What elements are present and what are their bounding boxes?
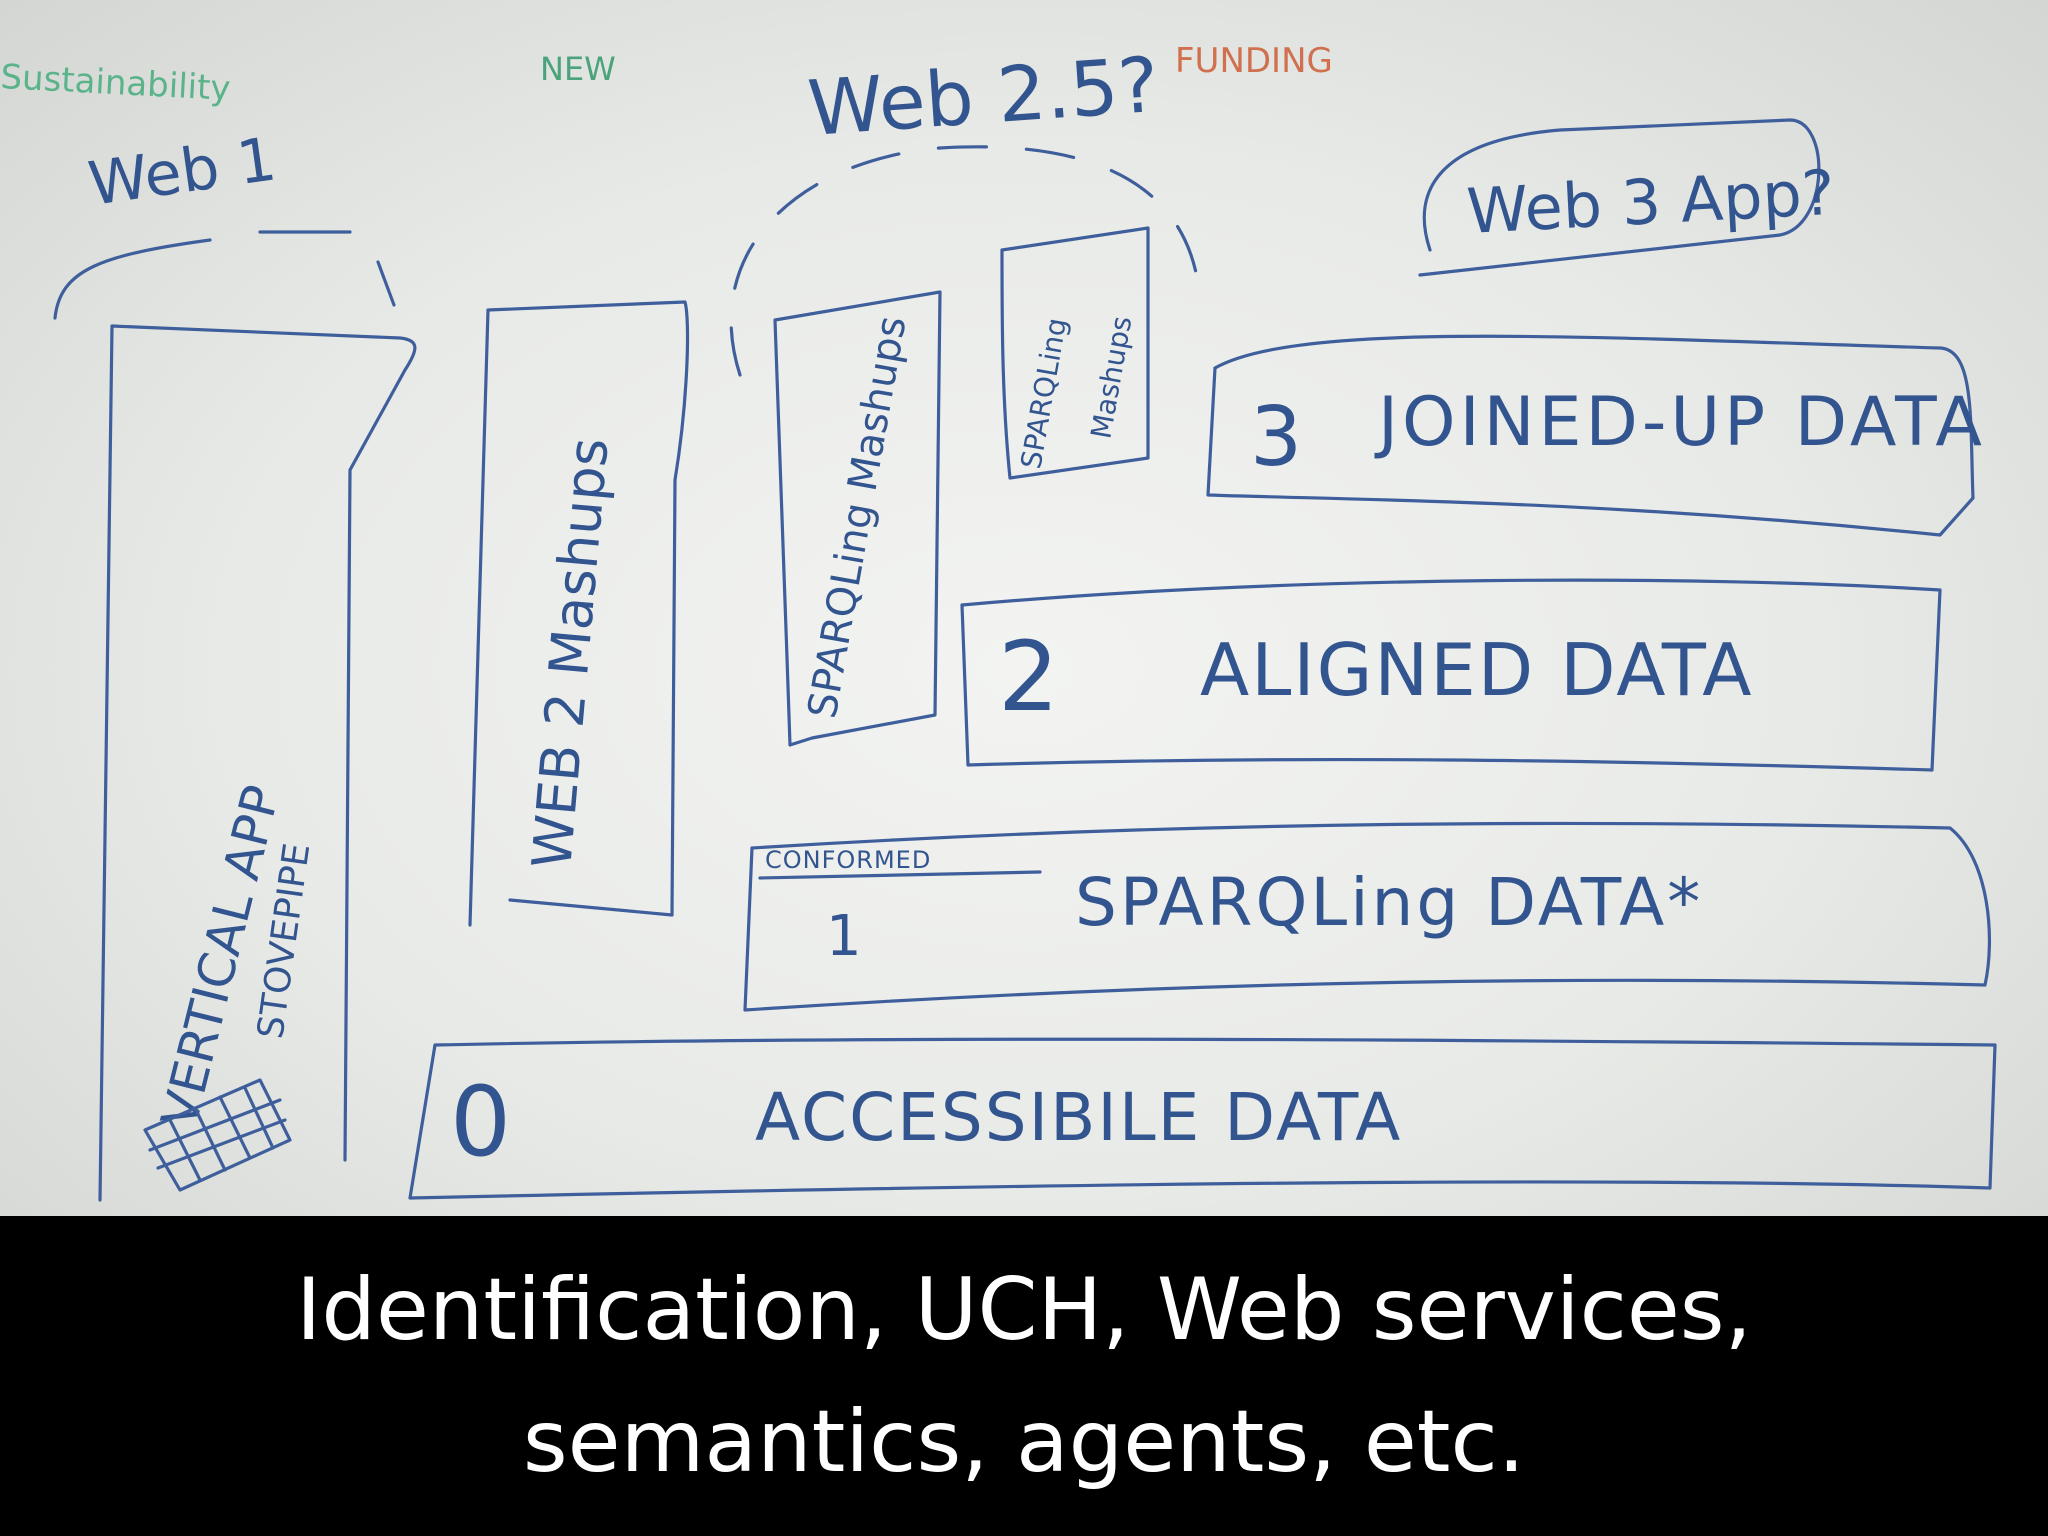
whiteboard-sketch: Sustainability NEW FUNDING Web 1 Web 2.5… — [0, 40, 1997, 1202]
label-web25: Web 2.5? — [805, 40, 1161, 153]
note-new: NEW — [540, 50, 616, 88]
layer-1-tag-underline — [758, 870, 1042, 880]
caption: Identification, UCH, Web services, seman… — [74, 1244, 1974, 1508]
note-funding: FUNDING — [1175, 41, 1333, 81]
database-icon — [143, 1078, 292, 1192]
layer-0-label: ACCESSIBILE DATA — [755, 1079, 1402, 1156]
label-sparqling-small-2: Mashups — [1084, 314, 1138, 442]
layer-0-number: 0 — [450, 1066, 511, 1178]
bubble-web3 — [1418, 118, 1821, 277]
layer-3-label: JOINED-UP DATA — [1374, 383, 1986, 462]
layer-2-box — [960, 578, 1942, 772]
column-web2-mashups — [468, 300, 690, 927]
caption-line-1: Identification, UCH, Web services, — [296, 1260, 1752, 1360]
layer-3-box — [1206, 334, 1975, 537]
layer-1-box — [743, 821, 1992, 1012]
arc-web25 — [729, 145, 1202, 377]
layer-1-label: SPARQLing DATA* — [1075, 864, 1703, 941]
caption-bar: Identification, UCH, Web services, seman… — [0, 1216, 2048, 1536]
caption-line-2: semantics, agents, etc. — [522, 1392, 1526, 1492]
layer-0-box — [408, 1037, 1997, 1200]
label-web1: Web 1 — [84, 124, 280, 219]
layer-2-number: 2 — [998, 621, 1059, 733]
layer-2-label: ALIGNED DATA — [1200, 628, 1754, 712]
column-sparqling-mashups — [773, 290, 942, 747]
layer-1-number: 1 — [826, 904, 862, 969]
column-vertical-app — [98, 324, 417, 1202]
whiteboard-photo: Sustainability NEW FUNDING Web 1 Web 2.5… — [0, 0, 2048, 1216]
label-web2-mashups: WEB 2 Mashups — [520, 435, 620, 871]
layer-3-number: 3 — [1250, 390, 1302, 485]
column-sparqling-mashups-small — [1000, 226, 1150, 480]
layer-1-tag: CONFORMED — [765, 846, 931, 874]
label-sparqling-mashups: SPARQLing Mashups — [800, 313, 916, 722]
label-sparqling-small-1: SPARQLing — [1014, 315, 1073, 471]
note-sustainability: Sustainability — [0, 57, 232, 109]
bracket-web1 — [53, 230, 396, 320]
